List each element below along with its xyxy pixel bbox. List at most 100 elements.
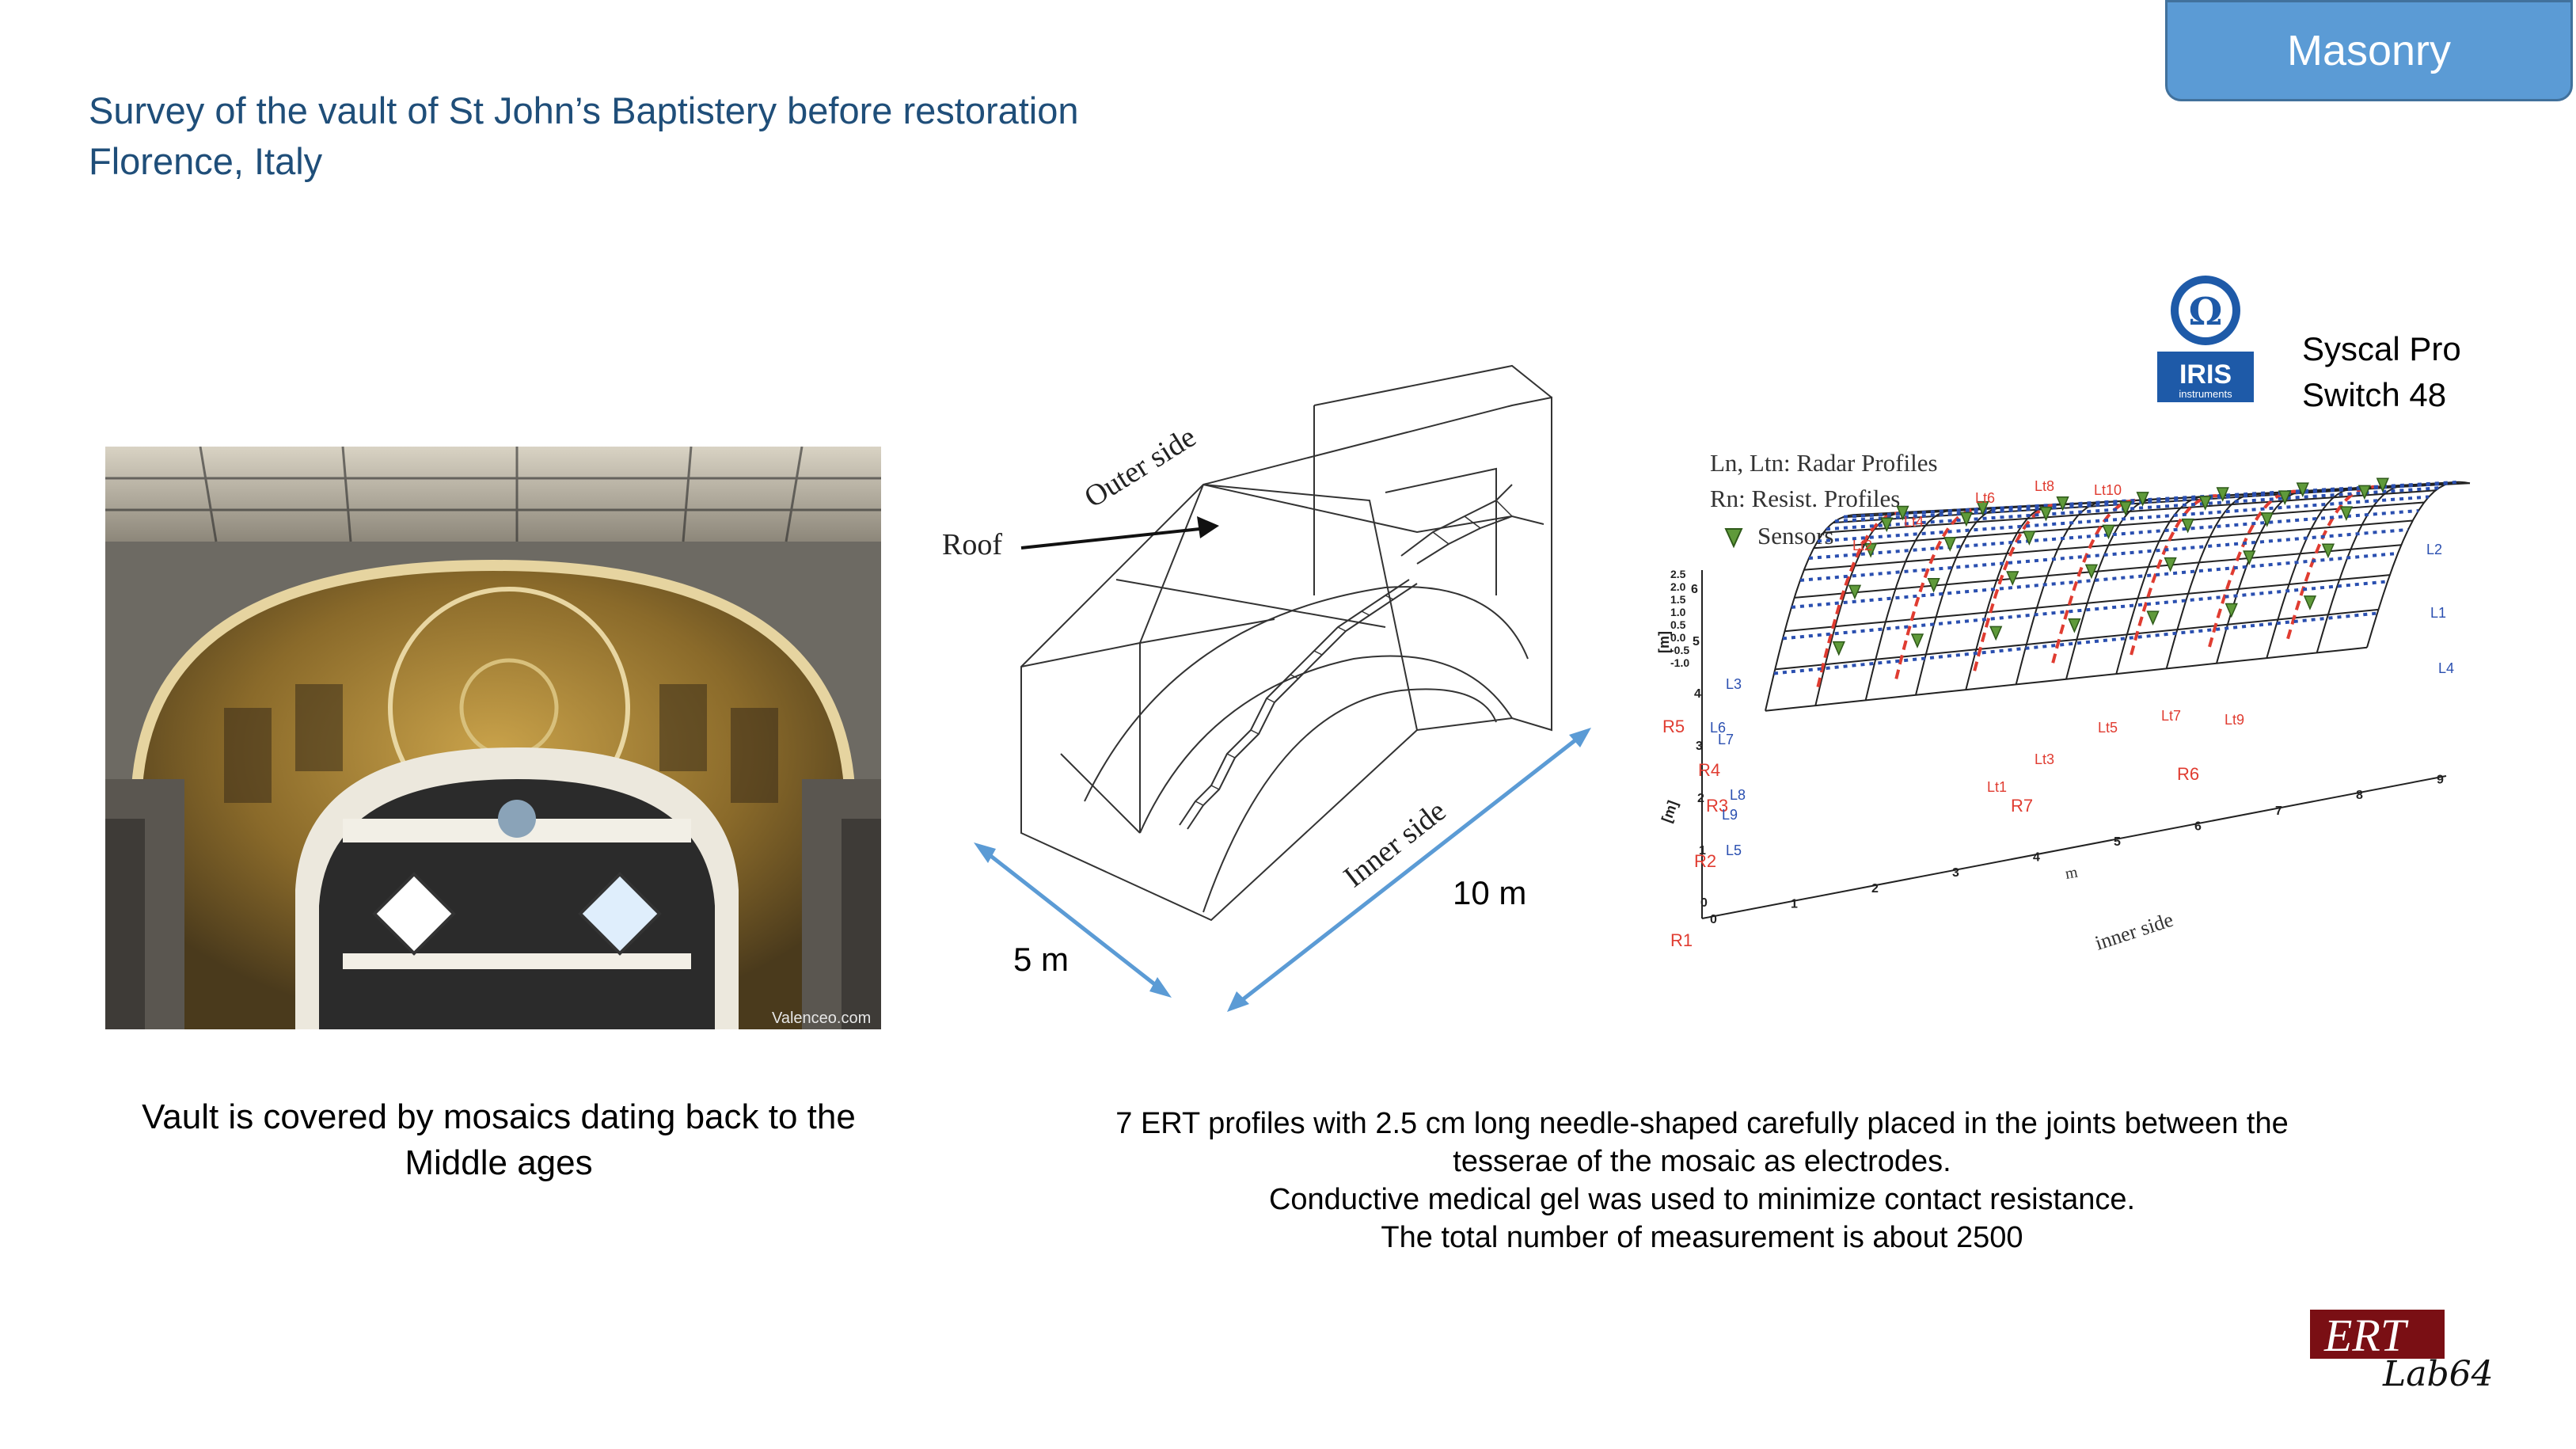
sensor-marker bbox=[2146, 610, 2160, 626]
page-title: Survey of the vault of St John’s Baptist… bbox=[89, 86, 1079, 187]
radar-profile-label: L4 bbox=[2438, 660, 2454, 676]
radar-profile-line bbox=[1817, 495, 2430, 543]
radar-profile-label: L9 bbox=[1722, 807, 1738, 823]
surface-grid-line bbox=[1823, 489, 2436, 534]
resistivity-profile-label: R1 bbox=[1670, 930, 1693, 950]
ert-lab64-logo: ERT Lab64 bbox=[2310, 1310, 2494, 1394]
radar-transverse-label: Lt5 bbox=[2098, 720, 2118, 736]
dimension-10m: 10 m bbox=[1453, 874, 1527, 911]
sensor-marker bbox=[2321, 543, 2335, 559]
sensor-marker bbox=[2039, 506, 2053, 522]
vault-mosaic-photo: Valenceo.com bbox=[105, 447, 881, 1029]
vault-wireframe-diagram: Roof Outer side Inner side bbox=[942, 358, 1607, 1020]
sensor-marker bbox=[2339, 506, 2354, 521]
legend-sensors: Sensors bbox=[1757, 522, 1833, 550]
x-tick-label: 4 bbox=[2033, 851, 2040, 865]
x-tick-label: 8 bbox=[2356, 789, 2363, 802]
legend-resist: Rn: Resist. Profiles bbox=[1710, 485, 1900, 512]
legend-sensor-icon bbox=[1724, 528, 1743, 549]
radar-profile-label: L2 bbox=[2426, 542, 2442, 557]
sensor-marker bbox=[2376, 477, 2389, 493]
radar-profile-label: L1 bbox=[2430, 605, 2446, 621]
radar-transverse-label: Lt10 bbox=[2094, 482, 2122, 498]
x-tick-label: 6 bbox=[2194, 820, 2202, 833]
section-badge[interactable]: Masonry bbox=[2165, 0, 2573, 101]
sensor-marker bbox=[2198, 496, 2212, 511]
sensor-marker bbox=[2296, 482, 2309, 498]
sensor-marker bbox=[1976, 500, 1989, 516]
sensor-marker bbox=[2181, 518, 2194, 534]
resistivity-profile-label: R2 bbox=[1694, 851, 1716, 871]
sensor-marker bbox=[2358, 485, 2371, 500]
iris-instruments-logo: Ω IRIS instruments bbox=[2157, 276, 2254, 402]
radar-profile-label: L6 bbox=[1710, 720, 1726, 736]
sensor-marker bbox=[2164, 557, 2177, 572]
sensor-marker bbox=[1848, 584, 1862, 600]
sensor-marker bbox=[2278, 490, 2292, 506]
radar-profile-label: L3 bbox=[1726, 676, 1742, 692]
x-tick-label: 9 bbox=[2437, 774, 2444, 787]
radar-profile-line bbox=[1791, 551, 2399, 609]
resistivity-profile-label: R4 bbox=[1698, 760, 1720, 780]
x-axis bbox=[1701, 775, 2447, 919]
sensor-marker bbox=[2136, 492, 2149, 507]
y-tick-label: 1 bbox=[1699, 844, 1706, 858]
radar-transverse-label: Lt3 bbox=[2035, 751, 2054, 767]
x-tick-label: 7 bbox=[2275, 804, 2282, 818]
resistivity-profile-label: R5 bbox=[1662, 717, 1685, 736]
z-tick-label: 1.5 bbox=[1670, 593, 1686, 606]
radar-transverse-label: Lt2 bbox=[1852, 538, 1872, 553]
instrument-name: Syscal Pro Switch 48 bbox=[2302, 326, 2461, 418]
radar-profile-label: L7 bbox=[1718, 732, 1734, 747]
sensor-marker bbox=[1989, 626, 2003, 641]
section-badge-label: Masonry bbox=[2286, 27, 2452, 74]
radar-profile-line bbox=[1826, 486, 2440, 531]
sensor-marker bbox=[2102, 524, 2115, 540]
x-tick-label: 3 bbox=[1952, 866, 1959, 880]
sensor-marker bbox=[2023, 531, 2036, 546]
z-tick-label: -1.0 bbox=[1670, 656, 1689, 669]
resistivity-profile-line bbox=[2130, 494, 2219, 656]
surface-grid-line bbox=[1784, 574, 2390, 633]
roof-label: Roof bbox=[942, 528, 1002, 561]
surface-grid-line bbox=[1765, 646, 2368, 712]
sensor-marker bbox=[1880, 517, 1894, 533]
resistivity-profile-line bbox=[1973, 503, 2058, 671]
photo-caption: Vault is covered by mosaics dating back … bbox=[95, 1094, 902, 1186]
ert-logo-text: ERT bbox=[2323, 1310, 2409, 1361]
sensor-marker bbox=[2056, 496, 2069, 512]
z-axis-label: [m] bbox=[1656, 631, 1672, 653]
sensor-marker bbox=[2303, 595, 2317, 610]
iris-logo-text: IRIS bbox=[2179, 359, 2232, 390]
sensor-marker bbox=[2006, 571, 2019, 586]
dimension-5m: 5 m bbox=[1013, 941, 1070, 978]
legend-radar: Ln, Ltn: Radar Profiles bbox=[1710, 449, 1938, 477]
photo-caption-line-2: Middle ages bbox=[405, 1143, 593, 1182]
radar-profile-label: L5 bbox=[1726, 842, 1742, 858]
radar-profile-label: L8 bbox=[1730, 787, 1746, 803]
y-tick-label: 4 bbox=[1694, 687, 1701, 701]
surface-grid-line bbox=[1794, 544, 2402, 599]
x-tick-label: 5 bbox=[2114, 835, 2121, 849]
vault-surface-profiles-plot: Ln, Ltn: Radar Profiles Rn: Resist. Prof… bbox=[1655, 428, 2494, 1006]
z-tick-label: 2.0 bbox=[1670, 580, 1686, 593]
z-tick-label: -0.5 bbox=[1670, 644, 1689, 656]
instrument-line-1: Syscal Pro bbox=[2302, 330, 2461, 367]
sensor-marker bbox=[2084, 564, 2099, 580]
sensor-marker bbox=[1943, 537, 1957, 552]
sensor-marker bbox=[2260, 512, 2274, 527]
surface-grid-line bbox=[1803, 519, 2413, 571]
y-tick-label: 0 bbox=[1700, 896, 1708, 910]
radar-profile-line bbox=[1773, 611, 2378, 675]
x-tick-label: 0 bbox=[1710, 913, 1717, 926]
sensor-marker bbox=[2225, 603, 2238, 618]
survey-caption-line-3: Conductive medical gel was used to minim… bbox=[1268, 1183, 2136, 1216]
resistivity-profile-label: R3 bbox=[1706, 796, 1728, 816]
z-tick-label: 2.5 bbox=[1670, 568, 1686, 580]
surface-grid-line bbox=[1814, 501, 2425, 550]
z-tick-label: 1.0 bbox=[1670, 606, 1686, 618]
y-tick-label: 2 bbox=[1697, 792, 1704, 805]
dimension-arrow-5m bbox=[980, 847, 1165, 993]
ert-logo-sub: Lab64 bbox=[2382, 1354, 2494, 1394]
radar-transverse-label: Lt9 bbox=[2225, 712, 2244, 728]
